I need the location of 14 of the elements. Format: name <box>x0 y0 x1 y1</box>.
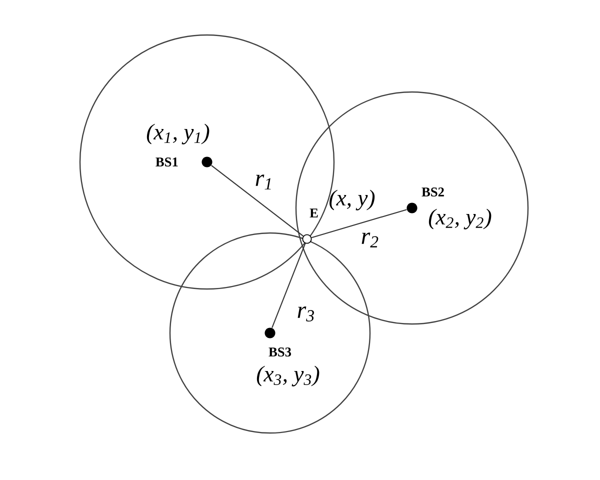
station-label: BS1 <box>156 158 178 166</box>
edge-label: r$_{2}$ <box>362 232 378 248</box>
station-label: BS3 <box>268 348 292 356</box>
distance-line <box>311 209 407 238</box>
coordinate-label: (x$_{2}$, y$_{2}$) <box>428 208 492 230</box>
distance-line <box>211 164 304 236</box>
coordinate-label: (x, y) <box>330 190 375 210</box>
station-label: E <box>310 208 318 218</box>
station-label: BS2 <box>422 188 444 196</box>
distance-line <box>272 243 306 328</box>
coordinate-label: (x$_{3}$, y$_{3}$) <box>256 366 320 386</box>
coordinate-label: (x$_{1}$, y$_{1}$) <box>146 124 210 144</box>
edge-label: r$_{3}$ <box>298 306 314 322</box>
edge-label: r$_{1}$ <box>256 174 271 190</box>
